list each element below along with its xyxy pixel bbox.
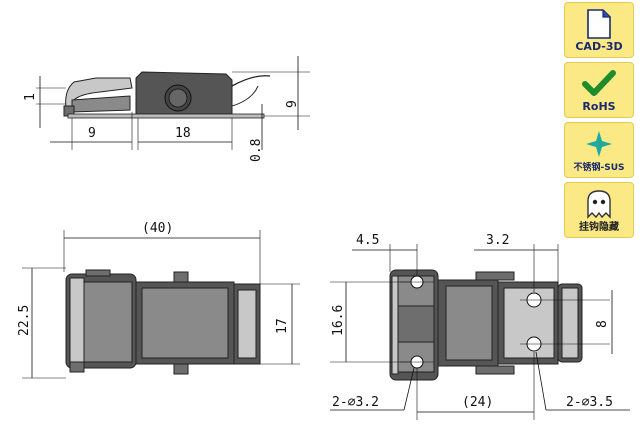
side-dim-9-vertical: 9 — [285, 100, 300, 108]
rohs-badge[interactable]: RoHS — [564, 62, 634, 118]
side-dim-1: 1 — [23, 93, 38, 101]
cad-3d-badge[interactable]: CAD-3D — [564, 2, 634, 58]
side-dim-0-8: 0.8 — [249, 139, 264, 162]
top-dim-40: (40) — [142, 221, 173, 236]
sus-badge[interactable]: 不锈钢-SUS — [564, 122, 634, 178]
checkmark-icon — [565, 69, 633, 99]
side-dim-18: 18 — [175, 126, 191, 141]
top-dim-17: 17 — [275, 318, 290, 334]
side-view: 1 9 18 9 0.8 — [23, 56, 310, 162]
top-view: (40) 22.5 17 — [17, 221, 300, 379]
rohs-label: RoHS — [582, 100, 616, 113]
sus-label: 不锈钢-SUS — [573, 163, 625, 173]
hole-label-2-3-2: 2-∅3.2 — [332, 395, 379, 410]
hole-dim-4-5: 4.5 — [356, 233, 379, 248]
hole-dim-16-6: 16.6 — [331, 305, 346, 336]
top-dim-22-5: 22.5 — [17, 305, 32, 336]
hole-dim-24: (24) — [462, 395, 493, 410]
hidden-hook-label: 挂钩隐藏 — [579, 222, 619, 233]
document-icon — [565, 9, 633, 39]
hole-label-2-3-5: 2-∅3.5 — [566, 395, 613, 410]
sparkle-icon — [565, 129, 633, 159]
hole-dim-3-2: 3.2 — [486, 233, 509, 248]
ghost-icon — [565, 189, 633, 219]
hidden-hook-badge[interactable]: 挂钩隐藏 — [564, 182, 634, 238]
side-dim-9: 9 — [88, 126, 96, 141]
hole-view: 4.5 3.2 16.6 8 (24) 2-∅3.2 2-∅3.5 — [330, 233, 630, 420]
hole-dim-8: 8 — [595, 320, 610, 328]
cad-3d-label: CAD-3D — [575, 40, 623, 53]
